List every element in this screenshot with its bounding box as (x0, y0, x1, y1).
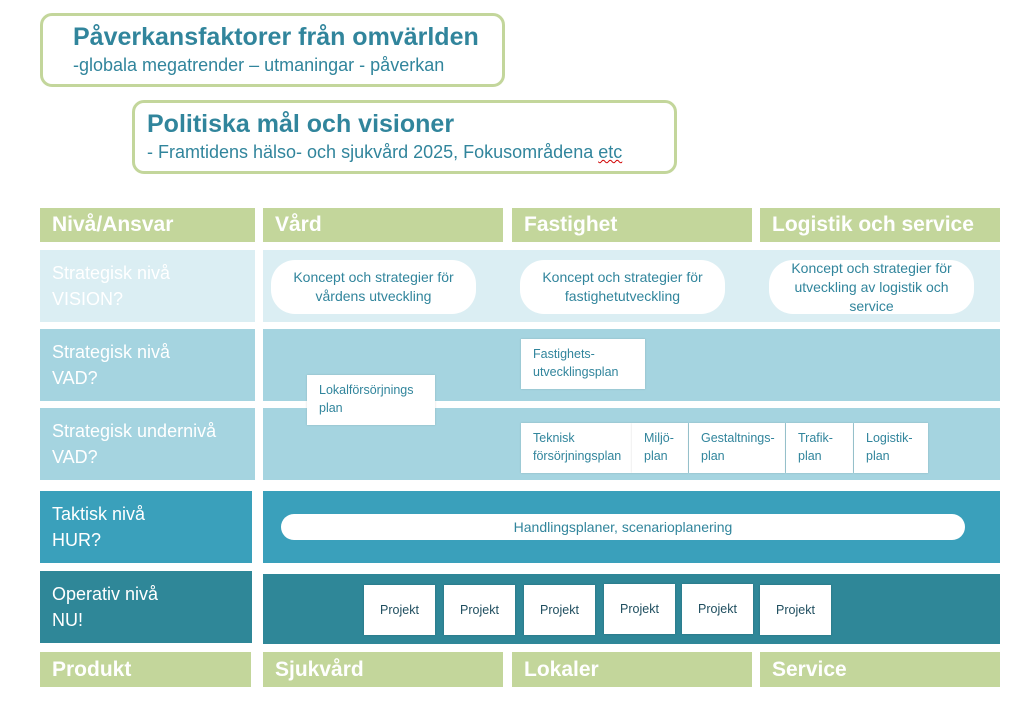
political-goals-subtitle: - Framtidens hälso- och sjukvård 2025, F… (147, 139, 674, 165)
plan-gestaltning: Gestaltnings-plan (689, 423, 785, 473)
row-label-line1: Strategisk nivå (52, 263, 171, 283)
political-goals-subtitle-text: - Framtidens hälso- och sjukvård 2025, F… (147, 142, 599, 162)
vision-pill-fastighet: Koncept och strategier för fastighetutve… (520, 260, 725, 314)
tactical-plans-bar: Handlingsplaner, scenarioplanering (281, 514, 965, 540)
project-box: Projekt (364, 585, 435, 635)
header-fastighet-cell: Fastighet (512, 208, 752, 242)
project-box: Projekt (444, 585, 515, 635)
influence-factors-subtitle: -globala megatrender – utmaningar - påve… (73, 55, 445, 75)
project-box: Projekt (604, 584, 675, 634)
plan-miljo: Miljö-plan (632, 423, 688, 473)
influence-factors-title: Påverkansfaktorer från omvärlden (73, 23, 479, 51)
row-operative-label: Operativ nivå NU! (40, 571, 252, 643)
footer-product-cell: Produkt (40, 652, 251, 687)
row-label-line2: NU! (52, 610, 83, 630)
row-label-line2: VISION? (52, 289, 124, 309)
plan-trafik: Trafik-plan (786, 423, 853, 473)
political-goals-subtitle-misspelled: etc (598, 142, 623, 162)
row-label-line2: VAD? (52, 368, 98, 388)
project-box: Projekt (760, 585, 831, 635)
header-vard-cell: Vård (263, 208, 503, 242)
political-goals-title: Politiska mål och visioner (147, 110, 455, 138)
row-strategic-sublevel-label: Strategisk undernivå VAD? (40, 408, 255, 480)
footer-lokaler-cell: Lokaler (512, 652, 752, 687)
row-tactical-label: Taktisk nivå HUR? (40, 491, 252, 563)
project-box: Projekt (682, 584, 753, 634)
row-label-line2: VAD? (52, 447, 98, 467)
header-logistik-cell: Logistik och service (760, 208, 1000, 242)
row-label-line1: Strategisk undernivå (52, 421, 217, 441)
footer-service-cell: Service (760, 652, 1000, 687)
plan-teknisk-forsorjning: Teknisk försörjningsplan (521, 423, 632, 473)
row-label-line1: Strategisk nivå (52, 342, 171, 362)
row-strategic-vision-label: Strategisk nivå VISION? (40, 250, 255, 322)
row-label-line1: Taktisk nivå (52, 504, 146, 524)
plan-lokalforsorjning: Lokalförsörjnings plan (307, 375, 435, 425)
row-strategic-what-label: Strategisk nivå VAD? (40, 329, 255, 401)
plan-fastighetsutveckling: Fastighets-utvecklingsplan (521, 339, 645, 389)
header-level-cell: Nivå/Ansvar (40, 208, 255, 242)
row-label-line2: HUR? (52, 530, 102, 550)
influence-factors-box: Påverkansfaktorer från omvärlden -global… (40, 13, 505, 87)
vision-pill-logistik: Koncept och strategier för utveckling av… (769, 260, 974, 314)
plan-logistik: Logistik-plan (854, 423, 928, 473)
project-box: Projekt (524, 585, 595, 635)
footer-sjukvard-cell: Sjukvård (263, 652, 503, 687)
political-goals-box: Politiska mål och visioner - Framtidens … (132, 100, 677, 174)
vision-pill-vard: Koncept och strategier för vårdens utvec… (271, 260, 476, 314)
row-label-line1: Operativ nivå (52, 584, 159, 604)
